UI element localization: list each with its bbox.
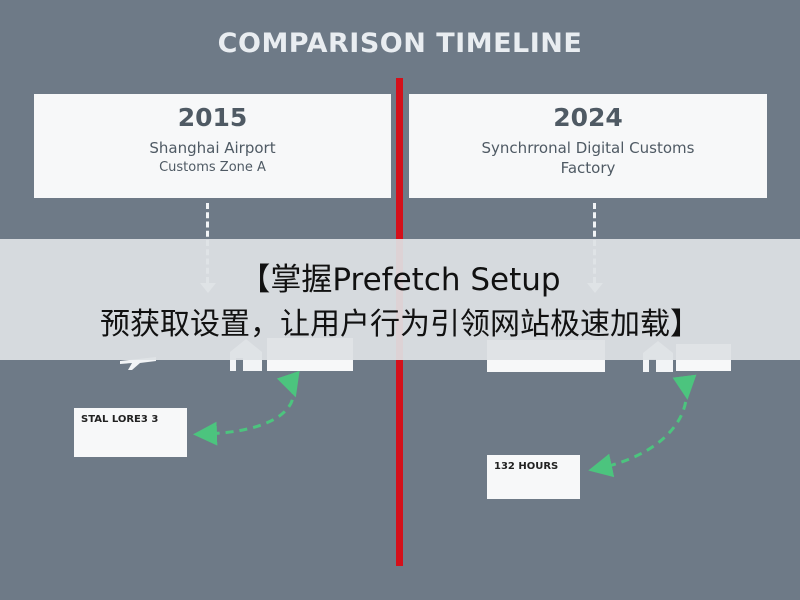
banner-line-2: 预获取设置，让用户行为引领网站极速加载】: [100, 307, 700, 342]
card-location: Synchrronal Digital Customs: [481, 139, 695, 157]
banner-line-1: 【掌握Prefetch Setup: [239, 262, 561, 298]
right-status-box: 132 HOURS: [487, 455, 580, 499]
card-2015: 2015 Shanghai Airport Customs Zone A: [34, 94, 391, 198]
card-year: 2015: [177, 103, 248, 132]
right-curved-arrow: [588, 374, 697, 478]
right-status-label: 132 HOURS: [494, 461, 559, 472]
left-curved-arrow: [193, 370, 300, 446]
page-title: COMPARISON TIMELINE: [217, 28, 583, 59]
card-zone: Customs Zone A: [159, 160, 266, 175]
card-year: 2024: [553, 103, 623, 132]
card-2024: 2024 Synchrronal Digital Customs Factory: [409, 94, 767, 198]
left-status-label: STAL LORE3 3: [81, 414, 159, 425]
card-zone: Factory: [560, 159, 616, 177]
card-location: Shanghai Airport: [149, 139, 276, 157]
airplane-icon: [120, 357, 156, 370]
left-status-box: STAL LORE3 3: [74, 408, 187, 457]
promo-banner: 【掌握Prefetch Setup 预获取设置，让用户行为引领网站极速加载】: [0, 239, 800, 360]
